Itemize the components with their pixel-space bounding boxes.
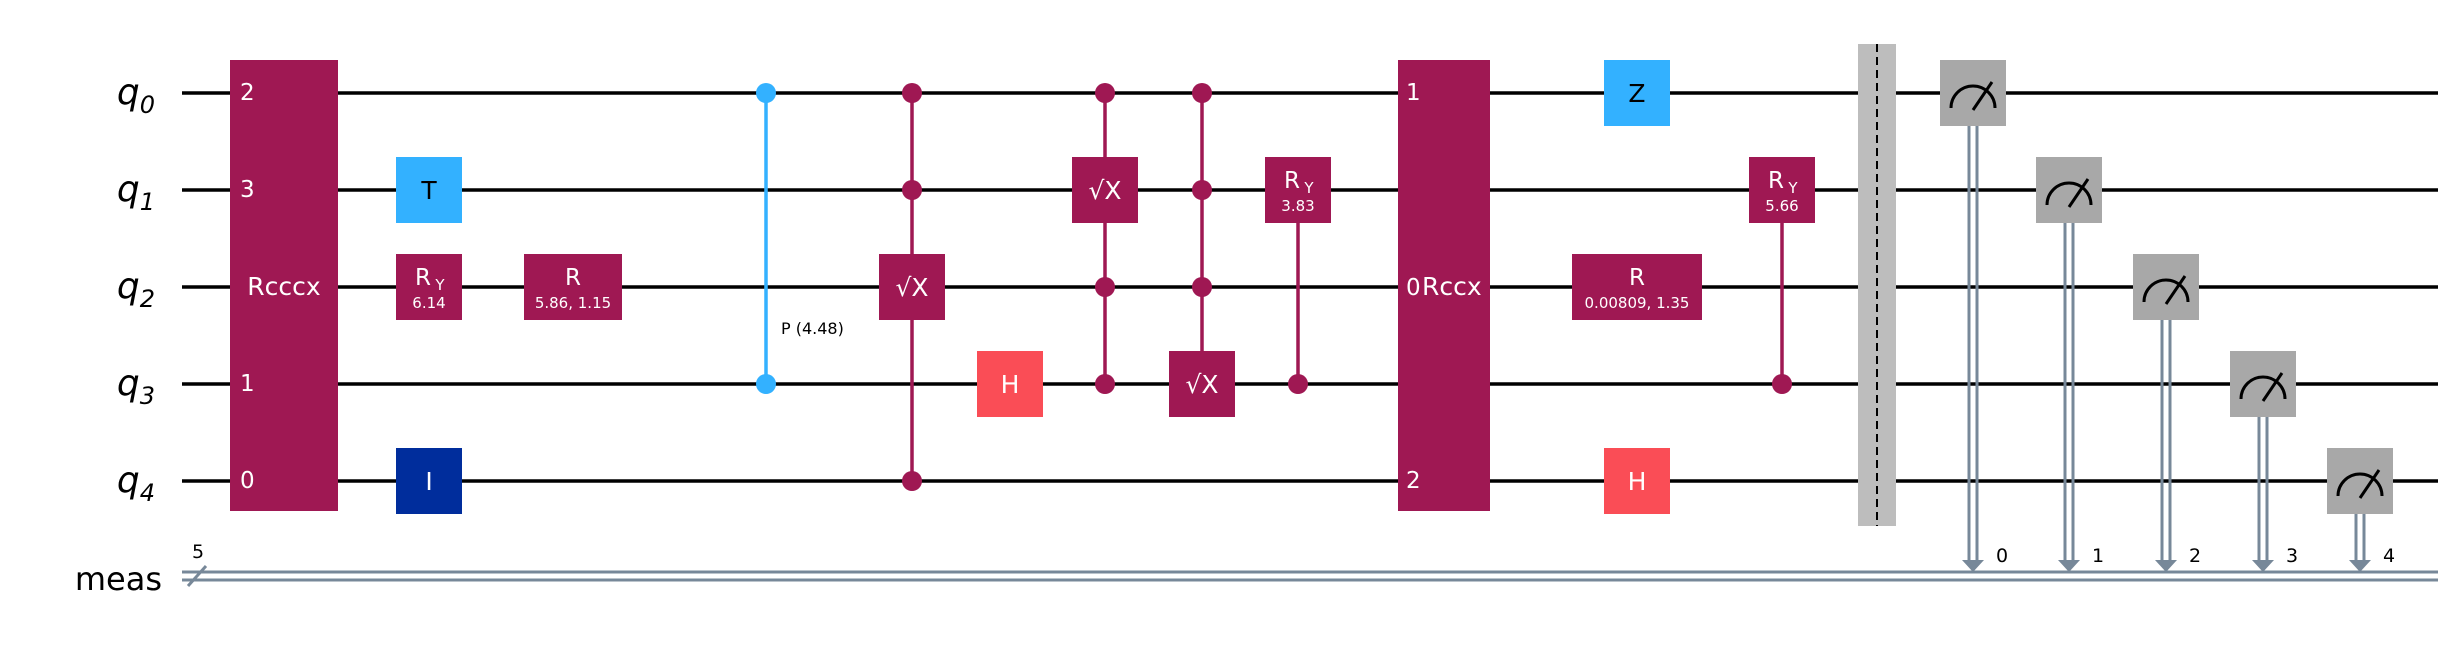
svg-text:R: R bbox=[415, 265, 431, 291]
measure-bit-label-3: 3 bbox=[2286, 545, 2298, 567]
svg-text:H: H bbox=[1001, 370, 1020, 399]
rcccx-pin-q4: 0 bbox=[240, 468, 255, 494]
ry-gate-q2: R Y 6.14 bbox=[396, 254, 462, 320]
svg-text:√X: √X bbox=[1185, 370, 1218, 399]
measure-bit-label-4: 4 bbox=[2383, 545, 2395, 567]
rcccx-pin-q1: 3 bbox=[240, 177, 255, 203]
svg-text:Y: Y bbox=[1303, 179, 1314, 197]
rcccx-label: Rcccx bbox=[247, 272, 320, 301]
rccx-pin-q0: 1 bbox=[1406, 80, 1421, 106]
cp-param-label: P (4.48) bbox=[781, 319, 844, 338]
measure-bit-label-0: 0 bbox=[1996, 545, 2008, 567]
rcccx-pin-q3: 1 bbox=[240, 371, 255, 397]
svg-text:R: R bbox=[1284, 168, 1300, 194]
quantum-wires bbox=[182, 91, 2438, 483]
register-size-label: 5 bbox=[192, 541, 204, 563]
qubit-label-q3: q3 bbox=[117, 363, 155, 410]
rccx-pin-q4: 2 bbox=[1406, 468, 1421, 494]
measurements: 0 1 2 3 bbox=[1940, 60, 2395, 572]
measure-gate-q1: 1 bbox=[2036, 157, 2104, 572]
svg-text:R: R bbox=[1629, 265, 1645, 291]
rcccx-gate: 2 3 Rcccx 1 0 bbox=[230, 60, 338, 511]
register-slash bbox=[186, 564, 208, 588]
qubit-label-q1: q1 bbox=[117, 169, 155, 216]
qubit-label-q4: q4 bbox=[117, 460, 155, 507]
svg-text:√X: √X bbox=[895, 273, 928, 302]
svg-text:√X: √X bbox=[1088, 176, 1121, 205]
barrier bbox=[1858, 44, 1896, 526]
r-gate-q2-second: R 0.00809, 1.35 bbox=[1572, 254, 1702, 320]
svg-text:R: R bbox=[565, 265, 581, 291]
svg-text:H: H bbox=[1628, 467, 1647, 496]
measure-gate-q0: 0 bbox=[1940, 60, 2008, 572]
svg-text:5.66: 5.66 bbox=[1765, 197, 1798, 215]
svg-text:Y: Y bbox=[434, 276, 445, 294]
controlled-ry-gate-q1: R Y 3.83 bbox=[1265, 157, 1331, 394]
controlled-sx-gate-q2: √X bbox=[879, 83, 945, 491]
measure-gate-q2: 2 bbox=[2133, 254, 2201, 572]
svg-text:T: T bbox=[420, 176, 437, 205]
qubit-label-q2: q2 bbox=[117, 266, 155, 313]
svg-text:3.83: 3.83 bbox=[1281, 197, 1314, 215]
h-gate-q3: H bbox=[977, 351, 1043, 417]
controlled-sx-gate-q3: √X bbox=[1169, 83, 1235, 417]
svg-text:Y: Y bbox=[1787, 179, 1798, 197]
svg-text:R: R bbox=[1768, 168, 1784, 194]
measure-gate-q3: 3 bbox=[2230, 351, 2298, 572]
rccx-pin-q2: 0 bbox=[1406, 275, 1421, 301]
svg-text:I: I bbox=[425, 467, 432, 496]
r-gate-q2: R 5.86, 1.15 bbox=[524, 254, 622, 320]
controlled-ry-gate-q1-second: R Y 5.66 bbox=[1749, 157, 1815, 394]
measure-bit-label-2: 2 bbox=[2189, 545, 2201, 567]
svg-text:0.00809, 1.35: 0.00809, 1.35 bbox=[1585, 294, 1690, 312]
identity-gate: I bbox=[396, 448, 462, 514]
rccx-gate: 1 0 Rccx 2 bbox=[1398, 60, 1490, 511]
classical-register-label: meas bbox=[75, 560, 162, 598]
z-gate: Z bbox=[1604, 60, 1670, 126]
h-gate-q4: H bbox=[1604, 448, 1670, 514]
measure-gate-q4: 4 bbox=[2327, 448, 2395, 572]
classical-wire bbox=[182, 564, 2438, 588]
svg-text:Z: Z bbox=[1628, 79, 1645, 108]
t-gate: T bbox=[396, 157, 462, 223]
rccx-label: Rccx bbox=[1422, 272, 1482, 301]
controlled-phase-gate: P (4.48) bbox=[756, 83, 844, 394]
measure-bit-label-1: 1 bbox=[2092, 545, 2104, 567]
rcccx-pin-q0: 2 bbox=[240, 80, 255, 106]
controlled-sx-gate-q1: √X bbox=[1072, 83, 1138, 394]
qubit-label-q0: q0 bbox=[117, 72, 155, 119]
svg-text:5.86, 1.15: 5.86, 1.15 bbox=[535, 294, 611, 312]
qubit-labels: q0 q1 q2 q3 q4 meas bbox=[75, 72, 162, 598]
svg-text:6.14: 6.14 bbox=[412, 294, 445, 312]
